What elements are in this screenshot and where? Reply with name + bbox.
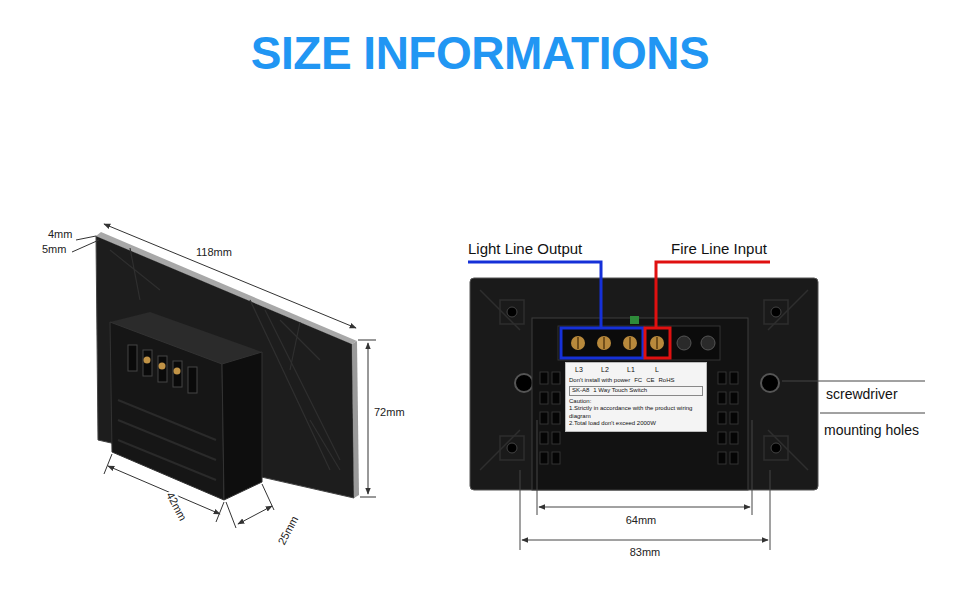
dimension-label: 72mm [374, 406, 405, 419]
sticker-text: 1 Way Touch Switch [593, 387, 647, 393]
sticker-row: Caution: [569, 398, 703, 406]
sticker-row: 1.Strictly in accordance with the produc… [569, 405, 703, 420]
perspective-switch [96, 232, 359, 500]
sticker-row: SK-A8 1 Way Touch Switch [569, 386, 703, 396]
wire-label: Fire Line Input [671, 240, 767, 258]
dimension-label: 64mm [625, 514, 658, 527]
terminal-name: L1 [618, 365, 644, 374]
sticker-text: 2.Total load don't exceed 2000W [569, 420, 656, 426]
terminal-name: L2 [592, 365, 618, 374]
sticker-text: Caution: [569, 398, 591, 404]
dimension-label: 42mm [163, 489, 190, 524]
dimension-label: 25mm [275, 513, 302, 548]
sticker-text: RoHS [659, 377, 675, 383]
part-label: screwdriver [826, 386, 898, 403]
sticker-row: L3L2L1L [566, 365, 703, 375]
terminal-name: L3 [566, 365, 592, 374]
sticker-text: SK-A8 [572, 387, 589, 393]
sticker-row: 2.Total load don't exceed 2000W [569, 420, 703, 428]
page-title: SIZE INFORMATIONS [0, 26, 960, 80]
dimension-label: 5mm [42, 243, 66, 256]
wire-callouts [468, 262, 770, 327]
dimension-lines [72, 224, 376, 528]
sticker-text: Don't install with power [569, 377, 630, 383]
warning-sticker: L3L2L1L Don't install with power FC CE RoHS S… [565, 362, 707, 432]
back-view-switch [470, 278, 818, 490]
terminal-name: L [644, 365, 670, 374]
part-label: mounting holes [824, 422, 919, 439]
dimension-label: 4mm [48, 228, 72, 241]
sticker-text: 1.Strictly in accordance with the produc… [569, 405, 692, 419]
dimension-label: 83mm [629, 546, 662, 559]
wire-label: Light Line Output [468, 240, 582, 258]
dimension-label: 118mm [195, 246, 233, 259]
sticker-row: Don't install with power FC CE RoHS [569, 377, 703, 385]
sticker-text: FC [634, 377, 642, 383]
sticker-text: CE [646, 377, 654, 383]
leader-lines [520, 381, 925, 550]
